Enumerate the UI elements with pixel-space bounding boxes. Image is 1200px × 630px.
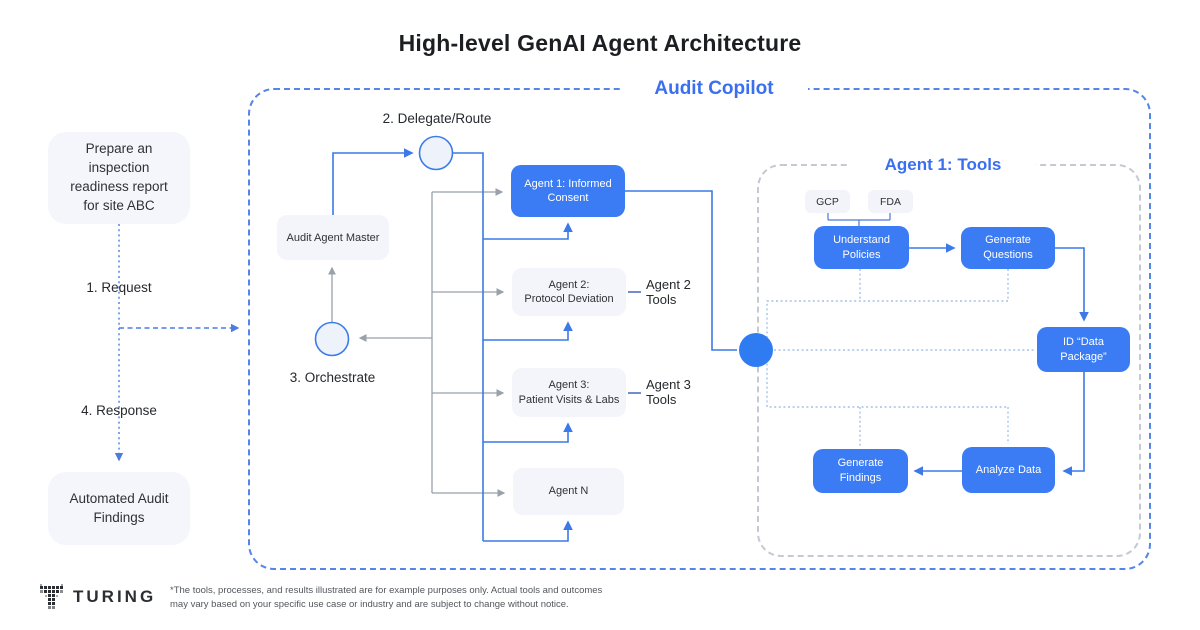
user-prompt-box: Prepare an inspection readiness report f… xyxy=(48,132,190,224)
audit-agent-master-box: Audit Agent Master xyxy=(277,215,389,260)
fda-source-box: FDA xyxy=(868,190,913,213)
gcp-source-box: GCP xyxy=(805,190,850,213)
generate-findings-box: Generate Findings xyxy=(813,449,908,493)
agent-2-box: Agent 2: Protocol Deviation xyxy=(512,268,626,316)
step-4-response-label: 4. Response xyxy=(81,403,157,418)
page-title: High-level GenAI Agent Architecture xyxy=(398,30,802,56)
agent-2-tools-label: Agent 2 Tools xyxy=(646,277,691,308)
agent1-tools-label: Agent 1: Tools xyxy=(850,152,1036,178)
agent-1-box: Agent 1: Informed Consent xyxy=(511,165,625,217)
footer-disclaimer: *The tools, processes, and results illus… xyxy=(170,585,603,611)
step-2-delegate-route-label: 2. Delegate/Route xyxy=(382,111,492,126)
automated-audit-findings-box: Automated Audit Findings xyxy=(48,472,190,545)
turing-wordmark: TURING xyxy=(73,587,157,606)
audit-copilot-label: Audit Copilot xyxy=(620,75,808,103)
agent-3-box: Agent 3: Patient Visits & Labs xyxy=(512,368,626,417)
step-3-orchestrate-label: 3. Orchestrate xyxy=(289,370,376,385)
understand-policies-box: Understand Policies xyxy=(814,226,909,269)
agent-3-tools-label: Agent 3 Tools xyxy=(646,377,691,408)
agent-n-box: Agent N xyxy=(513,468,624,515)
footer-brand: TURING xyxy=(40,583,156,611)
id-data-package-box: ID “Data Package” xyxy=(1037,327,1130,372)
request-response-wires xyxy=(114,224,240,462)
generate-questions-box: Generate Questions xyxy=(961,227,1055,269)
analyze-data-box: Analyze Data xyxy=(962,447,1055,493)
turing-logo-icon xyxy=(40,584,63,609)
step-1-request-label: 1. Request xyxy=(86,280,152,295)
